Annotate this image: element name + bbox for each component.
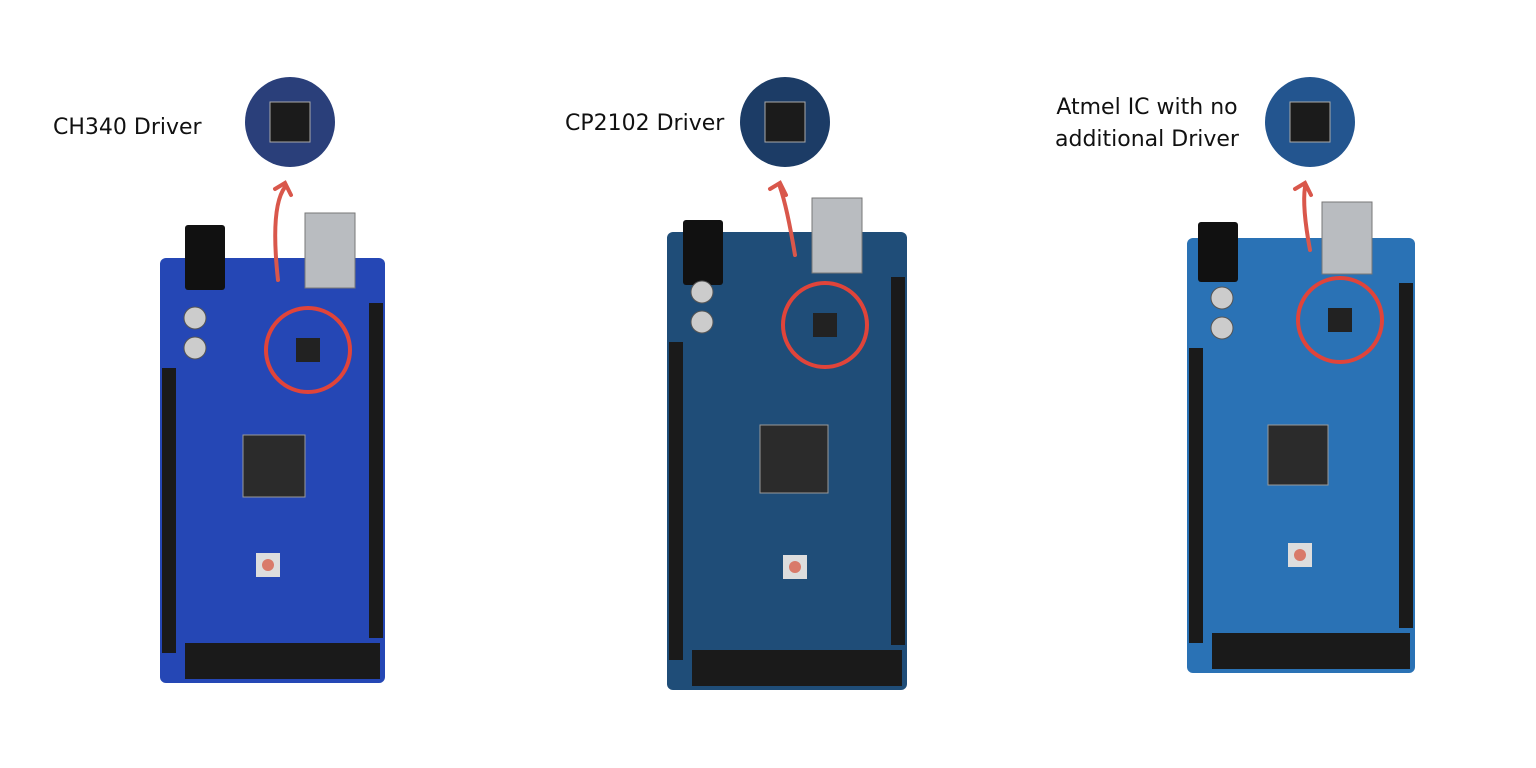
ch340-label: CH340 Driver: [53, 115, 202, 140]
highlight-circle: [781, 281, 869, 369]
power-jack: [185, 225, 225, 290]
cp2102-label: CP2102 Driver: [565, 111, 725, 136]
right-header: [1399, 283, 1413, 628]
mcu-chip: [759, 424, 829, 494]
board-3: [1187, 77, 1415, 673]
atmel-label-line2: additional Driver: [1055, 127, 1239, 152]
highlight-circle: [264, 306, 352, 394]
arrow-icon: [1302, 185, 1312, 252]
capacitor: [183, 336, 207, 360]
mcu-chip: [1267, 424, 1329, 486]
board-1: [160, 77, 385, 683]
power-jack: [1198, 222, 1238, 282]
usb-port: [811, 197, 863, 274]
left-header: [669, 342, 683, 660]
left-header: [1189, 348, 1203, 643]
right-header: [891, 277, 905, 645]
bottom-header: [185, 643, 380, 679]
power-jack: [683, 220, 723, 285]
reset-button-cap: [789, 561, 801, 573]
capacitor: [1210, 286, 1234, 310]
arrow-head-icon: [1293, 180, 1313, 197]
capacitor: [183, 306, 207, 330]
bottom-header: [692, 650, 902, 686]
capacitor: [1210, 316, 1234, 340]
capacitor: [690, 310, 714, 334]
usb-port: [1321, 201, 1373, 275]
capacitor: [690, 280, 714, 304]
left-header: [162, 368, 176, 653]
board-2: [667, 77, 907, 690]
bottom-header: [1212, 633, 1410, 669]
chip-closeup-ic: [764, 101, 806, 143]
usb-ic: [296, 338, 320, 362]
usb-ic: [813, 313, 837, 337]
usb-port: [304, 212, 356, 289]
highlight-circle: [1296, 276, 1384, 364]
arrow-icon: [778, 185, 797, 257]
atmel-label-line1: Atmel IC with no: [1056, 95, 1238, 120]
right-header: [369, 303, 383, 638]
arrow-head-icon: [768, 180, 788, 197]
reset-button-cap: [262, 559, 274, 571]
chip-closeup-ic: [1289, 101, 1331, 143]
mcu-chip: [242, 434, 306, 498]
reset-button-cap: [1294, 549, 1306, 561]
arrow-head-icon: [273, 180, 293, 197]
arrow-icon: [273, 185, 287, 282]
usb-ic: [1328, 308, 1352, 332]
chip-closeup-ic: [269, 101, 311, 143]
atmel-label: Atmel IC with no additional Driver: [1055, 92, 1239, 156]
